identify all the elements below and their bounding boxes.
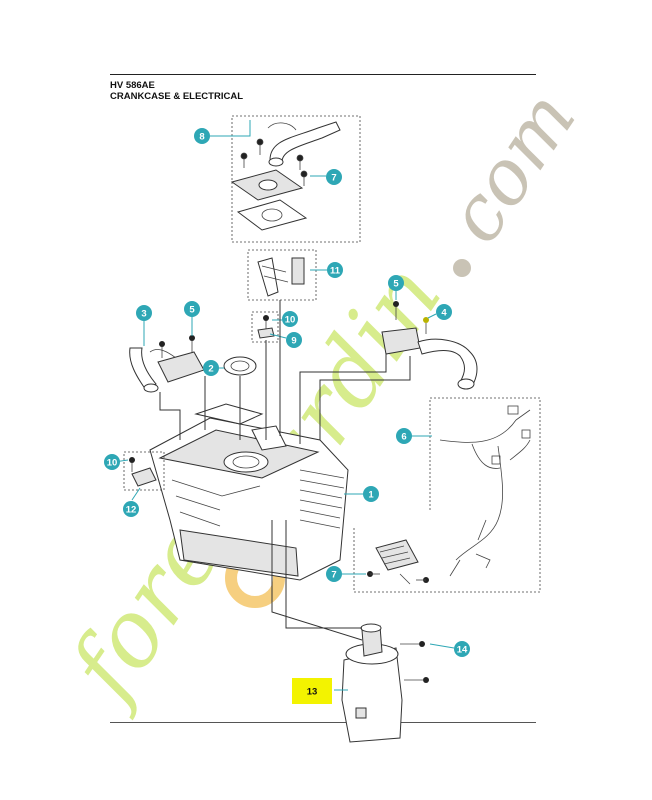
header-rule	[110, 74, 536, 75]
watermark-text-com: com	[429, 75, 592, 258]
model-label: HV 586AE	[110, 80, 155, 91]
svg-text:14: 14	[457, 645, 468, 656]
svg-text:3: 3	[141, 309, 146, 320]
svg-text:5: 5	[189, 305, 195, 316]
group-box-6	[353, 397, 541, 593]
section-title: CRANKCASE & ELECTRICAL	[110, 91, 243, 102]
gasket-hole	[261, 208, 283, 222]
page-header: HV 586AE CRANKCASE & ELECTRICAL	[110, 74, 536, 102]
bolts-top	[240, 138, 308, 186]
cylinder-bore	[223, 451, 269, 473]
right-hose-group	[381, 301, 478, 390]
watermark-dot	[453, 259, 471, 277]
clamp-group-12	[123, 451, 165, 491]
svg-text:5: 5	[393, 279, 399, 290]
callout-4[interactable]: 4	[436, 304, 452, 320]
svg-text:10: 10	[107, 458, 118, 469]
group-box-12	[123, 451, 165, 491]
callout-2[interactable]: 2	[203, 360, 219, 376]
svg-text:11: 11	[330, 266, 341, 277]
head-part	[194, 403, 264, 425]
callout-8[interactable]: 8	[194, 128, 210, 144]
svg-text:7: 7	[331, 570, 336, 581]
svg-text:4: 4	[441, 308, 447, 319]
tube-end	[268, 157, 284, 167]
clamp-group-9	[251, 311, 279, 343]
svg-text:13: 13	[307, 687, 318, 698]
callout-9[interactable]: 9	[286, 332, 302, 348]
callout-12[interactable]: 12	[123, 501, 139, 517]
group-box-8	[231, 115, 361, 243]
callout-7-bottom[interactable]: 7	[326, 566, 342, 582]
hose-3	[129, 347, 157, 391]
callout-14[interactable]: 14	[454, 641, 470, 657]
clamp	[257, 327, 275, 339]
foam-block	[291, 257, 305, 285]
callout-11[interactable]: 11	[327, 262, 343, 278]
callout-5-left[interactable]: 5	[184, 301, 200, 317]
electrical-group	[353, 397, 541, 593]
crankcase-block	[149, 403, 349, 581]
intake-adapter-5	[157, 351, 205, 383]
oil-fill-tube-group	[230, 115, 361, 243]
clamp-12	[131, 467, 157, 487]
leader-lines	[113, 120, 455, 691]
group-box-9	[251, 311, 279, 343]
left-hose-group	[129, 335, 205, 393]
seal-2	[223, 356, 257, 376]
regulator	[375, 539, 419, 571]
bracket-group-11	[247, 249, 317, 301]
breather-gasket	[236, 199, 308, 231]
svg-text:10: 10	[285, 315, 296, 326]
footer-rule	[110, 722, 536, 723]
callout-1[interactable]: 1	[363, 486, 379, 502]
svg-text:8: 8	[199, 132, 204, 143]
callout-5-right[interactable]: 5	[388, 275, 404, 291]
svg-text:9: 9	[291, 336, 296, 347]
callout-10-top[interactable]: 10	[282, 311, 298, 327]
starter-group	[341, 623, 429, 743]
wire-harness-6	[439, 405, 531, 577]
block-base	[179, 529, 299, 577]
breather-hole	[258, 179, 278, 191]
callout-10-left[interactable]: 10	[104, 454, 120, 470]
clip	[267, 122, 297, 131]
svg-text:2: 2	[208, 364, 213, 375]
oil-fill-tube	[269, 121, 341, 163]
callout-3[interactable]: 3	[136, 305, 152, 321]
watermark: fore jardin com	[46, 75, 592, 722]
svg-text:1: 1	[368, 490, 374, 501]
callout-6[interactable]: 6	[396, 428, 412, 444]
svg-text:12: 12	[126, 505, 137, 516]
svg-text:7: 7	[331, 173, 336, 184]
cooling-fins	[171, 469, 345, 529]
group-box-11	[247, 249, 317, 301]
svg-text:6: 6	[401, 432, 406, 443]
callout-7-top[interactable]: 7	[326, 169, 342, 185]
callout-13-highlighted[interactable]: 13	[292, 678, 332, 704]
